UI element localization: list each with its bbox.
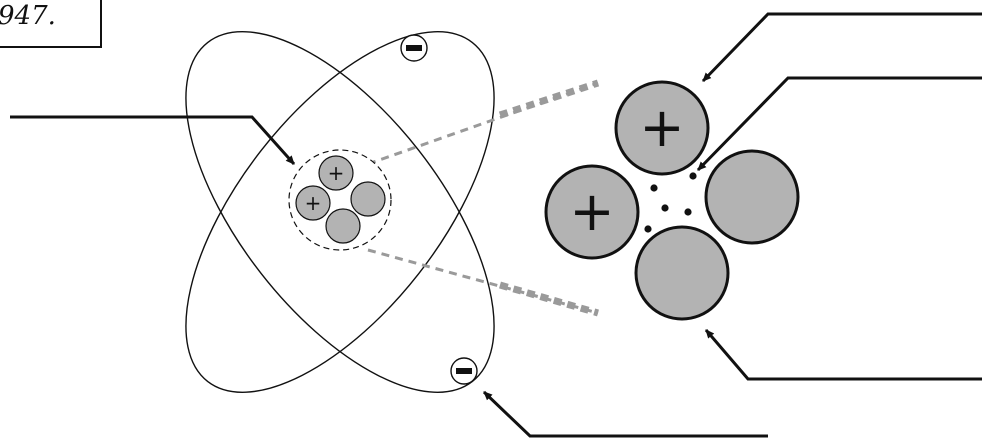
callout-bottom-neutron xyxy=(704,329,982,381)
gluon-dots xyxy=(644,172,697,233)
large-proton-top-sign: + xyxy=(639,96,684,159)
nucleus-boundary xyxy=(288,149,392,251)
large-proton-left-sign: + xyxy=(569,180,614,243)
small-neutron-bottom xyxy=(325,208,361,244)
caption-text: 947. xyxy=(0,1,56,31)
callout-top-proton xyxy=(701,12,982,83)
large-neutron-bottom xyxy=(634,225,730,321)
large-proton-top xyxy=(614,80,710,176)
zoom-rays xyxy=(367,79,600,317)
electron-bottom xyxy=(450,357,478,385)
small-neutron-right xyxy=(350,181,386,217)
small-proton-top-sign: + xyxy=(328,161,345,185)
zoom-ray-top xyxy=(367,81,599,166)
nucleus-enlarged: + + xyxy=(544,80,800,321)
small-proton-left-sign: + xyxy=(305,191,322,215)
callout-electron xyxy=(482,390,768,438)
electron-top xyxy=(400,34,428,62)
callout-nucleus xyxy=(10,115,296,165)
caption-box: 947. xyxy=(0,0,102,48)
large-proton-left xyxy=(544,164,640,260)
zoom-ray-bottom xyxy=(367,248,599,315)
callout-lines xyxy=(10,12,982,438)
zoom-ray-bottom-thick xyxy=(499,281,599,317)
callout-gluon-dots xyxy=(696,76,982,172)
orbit-left-tilt xyxy=(185,31,495,393)
zoom-ray-top-thick xyxy=(498,79,600,119)
large-neutron-right xyxy=(704,149,800,245)
small-proton-top xyxy=(318,155,354,191)
small-proton-left xyxy=(295,185,331,221)
nucleus-small: + + xyxy=(288,149,392,251)
